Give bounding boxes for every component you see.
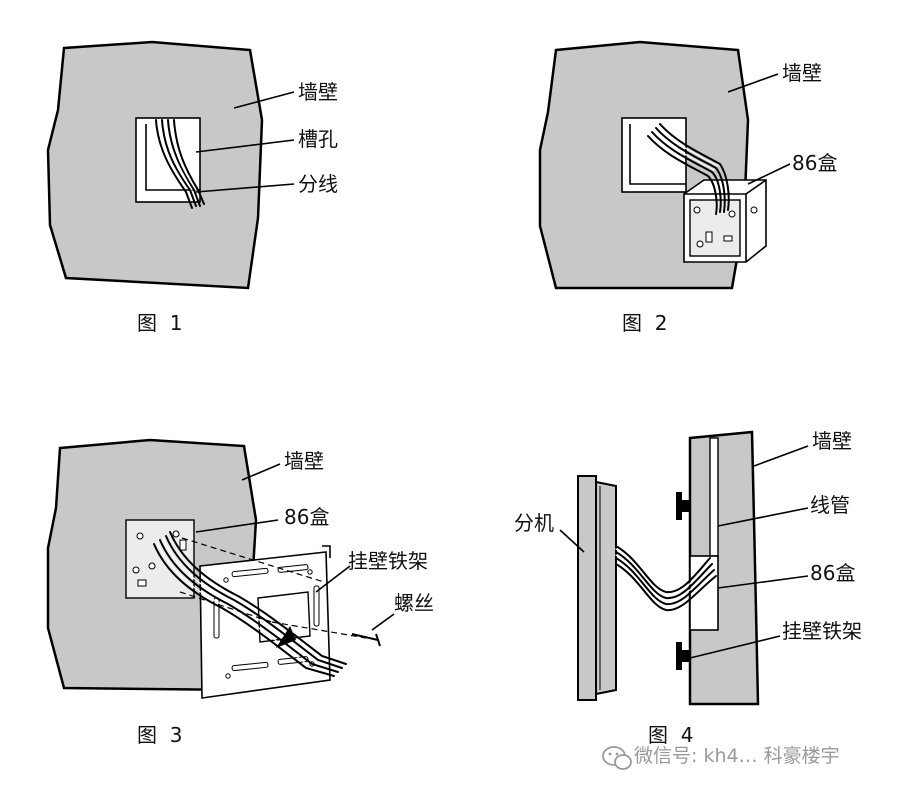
box-86	[689, 555, 719, 631]
wall-bracket-bottom	[676, 642, 690, 670]
leader-wall	[753, 445, 809, 467]
leader-bracket	[689, 635, 781, 659]
watermark-text: 微信号: kh4… 科豪楼宇	[634, 745, 840, 767]
figure-caption: 图 4	[648, 723, 693, 747]
leader-bracket	[315, 565, 351, 593]
figure-3: 墙壁 86盒 挂壁铁架 螺丝 图 3	[46, 438, 434, 747]
cables	[153, 531, 347, 677]
slot-inner-edge	[145, 124, 200, 191]
leader-box	[717, 575, 809, 589]
watermark: 微信号: kh4… 科豪楼宇	[602, 745, 840, 770]
label-bracket: 挂壁铁架	[782, 619, 862, 643]
figure-caption: 图 3	[137, 723, 182, 747]
insert-arrow	[276, 626, 296, 648]
wall-bracket	[199, 545, 331, 699]
mount-line	[181, 537, 325, 583]
figure-caption: 图 1	[137, 311, 182, 335]
figure-2: 墙壁 86盒 图 2	[538, 40, 837, 335]
leader-box	[195, 519, 279, 533]
label-slot: 槽孔	[298, 127, 338, 151]
wechat-icon	[602, 746, 632, 770]
label-extension: 分机	[514, 511, 554, 535]
wall-slot	[621, 117, 687, 193]
label-bracket: 挂壁铁架	[348, 549, 428, 573]
figure-1: 墙壁 槽孔 分线 图 1	[46, 40, 338, 335]
leader-extension	[559, 529, 585, 553]
label-wall: 墙壁	[298, 80, 338, 104]
mount-line	[179, 591, 273, 623]
screw	[351, 633, 381, 647]
label-wall: 墙壁	[782, 61, 822, 85]
cables	[647, 123, 730, 215]
leader-box	[747, 163, 791, 185]
leader-conduit	[717, 507, 809, 527]
label-wall: 墙壁	[284, 449, 324, 473]
label-split-wires: 分线	[298, 172, 338, 196]
wall-section	[688, 430, 760, 706]
split-wires	[155, 119, 205, 209]
extension-unit	[577, 475, 617, 701]
leader-wall	[233, 91, 295, 109]
label-box: 86盒	[284, 505, 329, 529]
cables	[615, 545, 717, 612]
screw-line	[271, 621, 367, 639]
label-wall: 墙壁	[812, 429, 852, 453]
leader-wall	[241, 463, 281, 481]
wall-bracket-top	[676, 492, 690, 520]
leader-split-wires	[195, 183, 295, 193]
leader-screw	[371, 613, 395, 631]
label-screw: 螺丝	[394, 591, 434, 615]
figure-caption: 图 2	[622, 311, 667, 335]
figure-4: 墙壁 分机 线管 86盒 挂壁铁架 图 4	[514, 429, 862, 747]
conduit	[709, 437, 719, 557]
leader-slot	[195, 139, 295, 153]
box-86	[683, 179, 767, 263]
box-86	[125, 519, 195, 599]
label-conduit: 线管	[810, 493, 850, 517]
label-box: 86盒	[810, 561, 855, 585]
label-box: 86盒	[792, 151, 837, 175]
leader-wall	[727, 73, 779, 93]
